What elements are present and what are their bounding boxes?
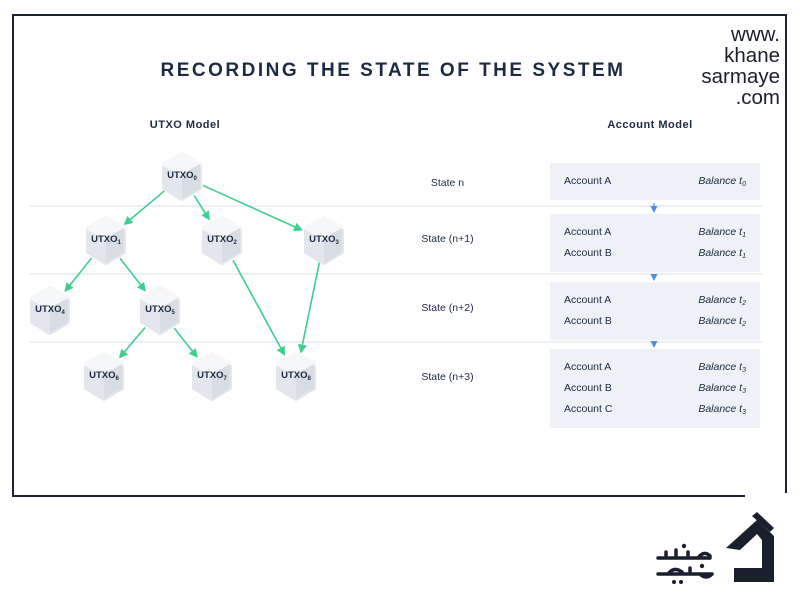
page-title: RECORDING THE STATE OF THE SYSTEM xyxy=(160,60,626,81)
utxo-node-text: UTXO xyxy=(197,370,224,381)
account-row: Account A Balance t1 xyxy=(564,222,746,243)
account-balance: Balance t0 xyxy=(698,175,746,188)
utxo-edge-n0-n2 xyxy=(193,195,210,221)
account-block: Account A Balance t2 Account B Balance t2 xyxy=(550,282,760,340)
account-row: Account B Balance t2 xyxy=(564,311,746,332)
utxo-node-subscript: 2 xyxy=(233,240,237,246)
utxo-edge-n1-n4 xyxy=(64,257,93,293)
account-balance: Balance t1 xyxy=(698,247,746,260)
utxo-node-6: UTXO6 xyxy=(82,352,126,402)
utxo-node-label: UTXO1 xyxy=(84,234,128,246)
utxo-node-subscript: 6 xyxy=(115,376,119,382)
account-balance: Balance t3 xyxy=(698,361,746,374)
utxo-node-4: UTXO4 xyxy=(28,286,72,336)
utxo-node-subscript: 3 xyxy=(335,240,339,246)
utxo-node-label: UTXO5 xyxy=(138,304,182,316)
website-watermark: www. khane sarmaye .com xyxy=(690,24,780,108)
utxo-node-text: UTXO xyxy=(89,370,116,381)
utxo-node-0: UTXO0 xyxy=(160,152,204,202)
account-row: Account B Balance t1 xyxy=(564,243,746,264)
account-name: Account A xyxy=(564,226,612,238)
khane-sarmaye-logo xyxy=(656,512,774,584)
utxo-node-1: UTXO1 xyxy=(84,216,128,266)
utxo-node-2: UTXO2 xyxy=(200,216,244,266)
utxo-node-label: UTXO3 xyxy=(302,234,346,246)
account-block: Account A Balance t0 xyxy=(550,163,760,200)
utxo-edge-n1-n5 xyxy=(119,257,146,292)
account-row: Account B Balance t3 xyxy=(564,378,746,399)
utxo-node-label: UTXO8 xyxy=(274,370,318,382)
utxo-node-subscript: 0 xyxy=(193,176,197,182)
utxo-node-subscript: 1 xyxy=(117,240,121,246)
website-line: www. xyxy=(731,23,780,46)
utxo-edge-n2-n8 xyxy=(232,259,286,356)
utxo-node-text: UTXO xyxy=(309,234,336,245)
utxo-node-label: UTXO6 xyxy=(82,370,126,382)
account-row: Account A Balance t2 xyxy=(564,290,746,311)
utxo-edge-n0-n3 xyxy=(202,184,304,231)
utxo-node-label: UTXO2 xyxy=(200,234,244,246)
utxo-node-text: UTXO xyxy=(167,170,194,181)
utxo-edge-n5-n6 xyxy=(118,327,146,359)
account-name: Account B xyxy=(564,315,612,327)
account-name: Account B xyxy=(564,382,612,394)
utxo-node-text: UTXO xyxy=(35,304,62,315)
utxo-node-text: UTXO xyxy=(207,234,234,245)
account-block: Account A Balance t1 Account B Balance t1 xyxy=(550,214,760,272)
utxo-node-text: UTXO xyxy=(145,304,172,315)
website-line: .com xyxy=(735,86,780,109)
utxo-node-label: UTXO0 xyxy=(160,170,204,182)
utxo-edge-n3-n8 xyxy=(298,262,321,354)
utxo-edge-n0-n1 xyxy=(123,190,165,226)
account-model-heading: Account Model xyxy=(607,119,693,131)
account-name: Account C xyxy=(564,403,613,415)
utxo-node-subscript: 5 xyxy=(171,310,175,316)
account-name: Account A xyxy=(564,294,612,306)
account-balance: Balance t2 xyxy=(698,315,746,328)
utxo-node-subscript: 8 xyxy=(307,376,311,382)
account-name: Account B xyxy=(564,247,612,259)
utxo-model-heading: UTXO Model xyxy=(149,119,221,131)
utxo-node-3: UTXO3 xyxy=(302,216,346,266)
utxo-node-text: UTXO xyxy=(91,234,118,245)
utxo-node-subscript: 4 xyxy=(61,310,65,316)
utxo-node-subscript: 7 xyxy=(223,376,227,382)
website-line: sarmaye xyxy=(701,65,780,88)
account-balance: Balance t1 xyxy=(698,226,746,239)
account-name: Account A xyxy=(564,175,612,187)
state-label: State (n+3) xyxy=(421,371,474,383)
account-row: Account C Balance t3 xyxy=(564,399,746,420)
website-line: khane xyxy=(724,44,780,67)
utxo-node-8: UTXO8 xyxy=(274,352,318,402)
account-balance: Balance t2 xyxy=(698,294,746,307)
account-balance: Balance t3 xyxy=(698,382,746,395)
utxo-node-label: UTXO4 xyxy=(28,304,72,316)
account-balance: Balance t3 xyxy=(698,403,746,416)
utxo-node-label: UTXO7 xyxy=(190,370,234,382)
logo-notch xyxy=(745,493,795,503)
state-label: State n xyxy=(430,177,465,189)
account-name: Account A xyxy=(564,361,612,373)
utxo-edge-n5-n7 xyxy=(173,327,198,358)
utxo-node-text: UTXO xyxy=(281,370,308,381)
utxo-node-5: UTXO5 xyxy=(138,286,182,336)
utxo-node-7: UTXO7 xyxy=(190,352,234,402)
state-label: State (n+2) xyxy=(421,302,474,314)
state-label: State (n+1) xyxy=(421,233,474,245)
account-row: Account A Balance t0 xyxy=(564,171,746,192)
account-row: Account A Balance t3 xyxy=(564,357,746,378)
